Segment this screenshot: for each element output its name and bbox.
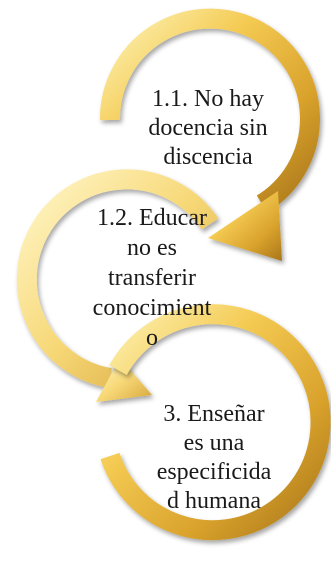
- step-2-line-5: o: [146, 325, 158, 351]
- arrow-1-arc: [99, 8, 320, 213]
- step-3-line-3: especificida: [156, 459, 272, 485]
- arrow-1-head: [208, 191, 282, 261]
- arrow-3-arc: [100, 304, 331, 541]
- step-3-line-2: es una: [183, 430, 245, 456]
- step-1-line-3: discencia: [163, 144, 253, 170]
- arrow-2-head: [96, 358, 152, 402]
- arrow-1: [99, 8, 320, 261]
- step-1-line-2: docencia sin: [148, 115, 268, 141]
- step-1-label: 1.1. No hay docencia sin discencia: [138, 85, 278, 172]
- step-2-label: 1.2. Educar no es transferir conocimient…: [88, 203, 216, 353]
- step-2-line-4: conocimient: [92, 295, 212, 321]
- step-2-line-1: 1.2. Educar: [97, 205, 207, 231]
- arrow-2: [16, 169, 219, 402]
- step-3-line-1: 3. Enseñar: [163, 401, 265, 427]
- step-1-line-1: 1.1. No hay: [152, 86, 264, 112]
- step-2-line-2: no es: [127, 235, 177, 261]
- step-2-line-3: transferir: [108, 265, 196, 291]
- arrow-3: [100, 304, 331, 541]
- step-3-line-4: d humana: [167, 488, 261, 514]
- arrow-2-arc: [16, 169, 219, 388]
- step-3-label: 3. Enseñar es una especificida d humana: [140, 400, 288, 516]
